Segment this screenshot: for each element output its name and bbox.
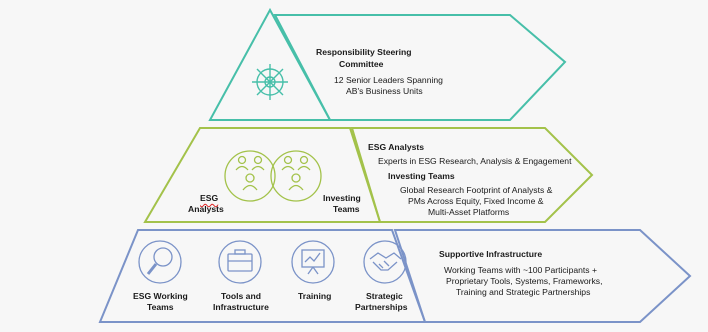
top-arrow xyxy=(273,14,567,121)
bottom-body-line3: Training and Strategic Partnerships xyxy=(456,287,591,297)
tier-middle xyxy=(143,127,594,223)
handshake-icon xyxy=(363,240,407,284)
top-triangle xyxy=(208,7,332,121)
people-group-icon xyxy=(224,150,322,202)
bottom-body-line1: Working Teams with ~100 Participants + xyxy=(444,265,598,275)
top-heading-line2: Committee xyxy=(339,59,384,69)
bottom-item-label-line1: Strategic xyxy=(366,291,403,301)
bottom-arrow xyxy=(393,229,692,323)
top-body-line2: AB's Business Units xyxy=(346,86,423,96)
middle-left-label-line2: Analysts xyxy=(188,204,224,214)
top-body-line1: 12 Senior Leaders Spanning xyxy=(334,75,443,85)
middle-arrow xyxy=(350,127,594,223)
bottom-item-label-line2: Teams xyxy=(147,302,174,312)
bottom-item-label-line1: Tools and xyxy=(221,291,261,301)
middle-heading-investing-teams: Investing Teams xyxy=(388,171,455,181)
middle-right-label-line1: Investing xyxy=(323,193,361,203)
middle-heading-esg-analysts: ESG Analysts xyxy=(368,142,425,152)
middle-body-investing-line1: Global Research Footprint of Analysts & xyxy=(400,185,553,195)
top-heading-line1: Responsibility Steering xyxy=(316,47,412,57)
middle-left-label-line1: ESG xyxy=(200,193,219,203)
middle-body-investing-line2: PMs Across Equity, Fixed Income & xyxy=(408,196,544,206)
magnifier-icon xyxy=(138,240,182,284)
bottom-item-label-line1: Training xyxy=(298,291,332,301)
bottom-heading: Supportive Infrastructure xyxy=(439,249,543,259)
bottom-body-line2: Proprietary Tools, Systems, Frameworks, xyxy=(446,276,603,286)
presentation-board-icon xyxy=(291,240,335,284)
bottom-item-label-line2: Partnerships xyxy=(355,302,408,312)
middle-right-label-line2: Teams xyxy=(333,204,360,214)
bottom-item-label-line1: ESG Working xyxy=(133,291,188,301)
briefcase-icon xyxy=(218,240,262,284)
tier-bottom xyxy=(98,229,692,323)
bottom-item-label-line2: Infrastructure xyxy=(213,302,269,312)
middle-body-esg-analysts: Experts in ESG Research, Analysis & Enga… xyxy=(378,156,572,166)
middle-body-investing-line3: Multi-Asset Platforms xyxy=(428,207,510,217)
tier-top xyxy=(208,7,567,121)
ship-wheel-icon xyxy=(252,64,288,100)
